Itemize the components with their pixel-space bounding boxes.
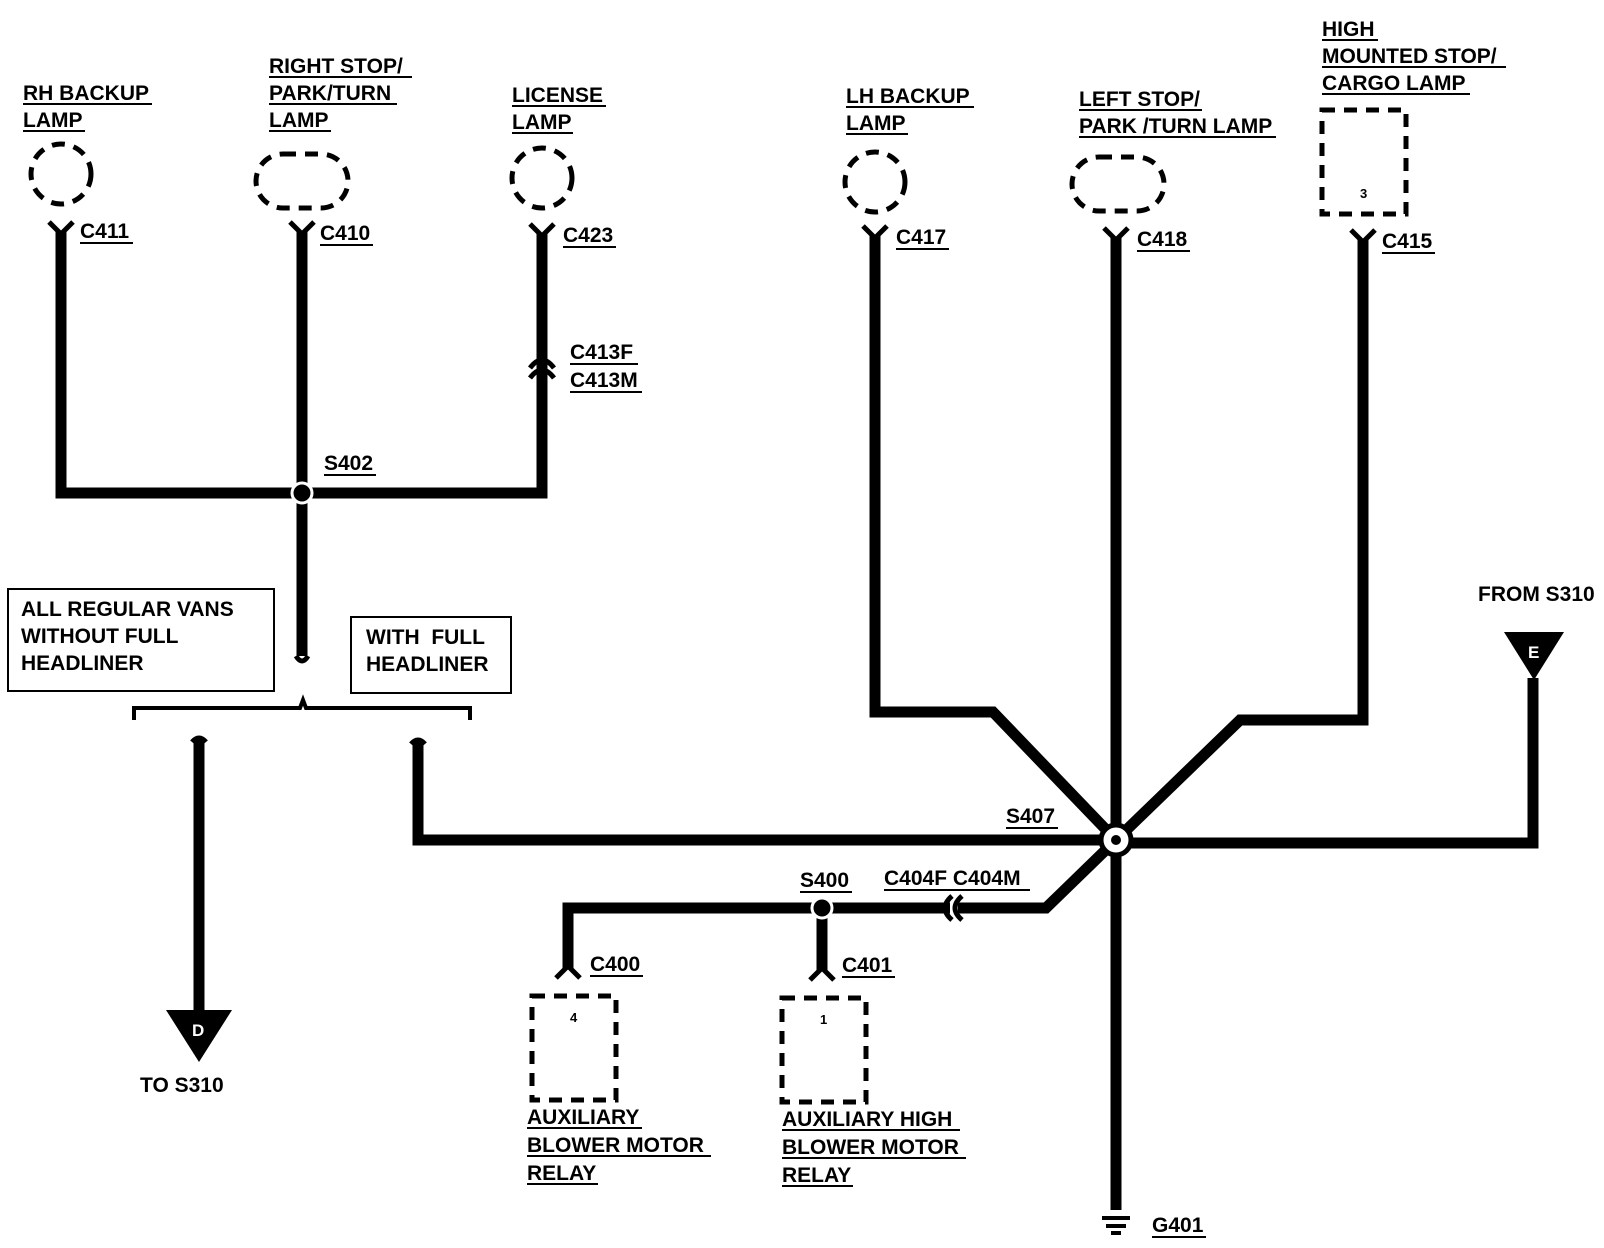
break-right [409,737,427,746]
inline-c413 [528,357,556,380]
terminal-d-arrow-icon [166,1010,232,1062]
aux-blower-relay-line2: BLOWER MOTOR [527,1134,704,1157]
ground-g401-label: G401 [1152,1214,1204,1237]
splice-s407-label: S407 [1006,805,1055,828]
wire-from-s310 [1116,678,1539,849]
connector-c410-label: C410 [320,222,370,245]
wire-license [304,234,548,499]
aux-high-relay-pin: 1 [820,1012,827,1027]
aux-high-relay-line2: BLOWER MOTOR [782,1136,959,1159]
right-stop-lamp-icon [253,151,351,211]
license-label-line1: LICENSE [512,84,603,107]
connector-c400-label: C400 [590,953,640,976]
right-stop-label-line3: LAMP [269,109,329,132]
right-stop-label-line2: PARK/TURN [269,82,391,105]
aux-blower-relay-pin: 4 [570,1010,578,1025]
wire-full-headliner [412,742,1116,846]
lh-backup-lamp-icon [842,149,908,215]
fork-c418 [1102,226,1130,244]
lh-backup-label-line2: LAMP [846,112,906,135]
aux-high-relay-box [779,995,869,1105]
license-lamp-icon [509,145,575,211]
fork-c415 [1349,228,1377,246]
high-mount-label-line2: MOUNTED STOP/ [1322,45,1497,68]
connector-labels: C411 C410 C423 C413F C413M C417 C418 C41… [80,220,1435,978]
note-regular-line3: HEADLINER [21,652,144,675]
connector-c417-label: C417 [896,226,946,249]
note-full-headliner: WITH FULL HEADLINER [350,616,512,694]
splice-labels: S402 S407 S400 [324,452,1058,893]
splice-s402-dot [290,481,314,505]
break-left [190,735,208,744]
left-stop-label-line2: PARK /TURN LAMP [1079,115,1272,138]
fork-c417 [861,224,889,242]
connector-c423-label: C423 [563,224,613,247]
high-mount-label-line1: HIGH [1322,18,1375,41]
fork-c410 [288,220,316,238]
high-mount-pin: 3 [1360,186,1367,201]
lh-backup-label-line1: LH BACKUP [846,85,970,108]
connector-forks [47,220,1377,982]
fork-c423 [528,222,556,240]
connector-c415-label: C415 [1382,230,1433,253]
left-stop-label-line1: LEFT STOP/ [1079,88,1200,111]
aux-high-relay-line1: AUXILIARY HIGH [782,1108,952,1131]
terminal-e-arrow-icon [1504,632,1564,680]
terminal-e-label: FROM S310 [1478,583,1595,606]
break-s402-down [293,654,311,664]
terminal-d-label: TO S310 [140,1074,224,1097]
left-stop-lamp-icon [1069,154,1167,214]
license-label-line2: LAMP [512,111,572,134]
wire-rh-backup [55,232,300,499]
terminal-e-letter: E [1528,643,1539,662]
right-stop-label: RIGHT STOP/ PARK/TURN LAMP [269,55,412,132]
connector-c411-label: C411 [80,220,129,243]
connector-c413m-label: C413M [570,369,638,392]
note-regular-vans: ALL REGULAR VANS WITHOUT FULL HEADLINER [7,588,275,692]
connector-c401-label: C401 [842,954,893,977]
connector-c404-label: C404F C404M [884,867,1021,890]
note-full-line1: WITH FULL [366,626,485,649]
fork-c401 [808,964,836,982]
wire-lh-backup [869,236,1120,844]
splice-s400-label: S400 [800,869,849,892]
note-regular-line1: ALL REGULAR VANS [21,598,234,621]
left-stop-label: LEFT STOP/ PARK /TURN LAMP [1079,88,1276,138]
lh-backup-label: LH BACKUP LAMP [846,85,974,135]
option-brace [132,694,472,720]
ground-icon [1102,1216,1130,1235]
note-regular-line2: WITHOUT FULL [21,625,179,648]
fork-c411 [47,220,75,238]
wires [55,232,1539,1210]
splice-s402-label: S402 [324,452,373,475]
high-mount-label-line3: CARGO LAMP [1322,72,1466,95]
rh-backup-lamp-icon [28,141,94,207]
high-mount-lamp-box [1319,107,1409,217]
aux-blower-relay-box [529,993,619,1103]
splice-s400-dot [810,896,834,920]
rh-backup-label: RH BACKUP LAMP [23,82,152,132]
aux-high-relay-label: AUXILIARY HIGH BLOWER MOTOR RELAY [782,1108,966,1187]
note-full-line2: HEADLINER [366,653,489,676]
rh-backup-label-line1: RH BACKUP [23,82,149,105]
splice-s407-center [1111,835,1121,845]
aux-blower-relay-line1: AUXILIARY [527,1106,639,1129]
inline-c404 [942,894,964,922]
wire-high-mount [1112,240,1369,844]
fork-c400 [554,962,582,980]
aux-blower-relay-label: AUXILIARY BLOWER MOTOR RELAY [527,1106,711,1185]
connector-c413f-label: C413F [570,341,633,364]
rh-backup-label-line2: LAMP [23,109,83,132]
terminal-d-letter: D [192,1021,204,1040]
aux-high-relay-line3: RELAY [782,1164,851,1187]
right-stop-label-line1: RIGHT STOP/ [269,55,403,78]
aux-blower-relay-line3: RELAY [527,1162,596,1185]
high-mount-label: HIGH MOUNTED STOP/ CARGO LAMP [1322,18,1506,95]
wire-c404 [958,836,1120,914]
connector-c418-label: C418 [1137,228,1188,251]
license-label: LICENSE LAMP [512,84,606,134]
